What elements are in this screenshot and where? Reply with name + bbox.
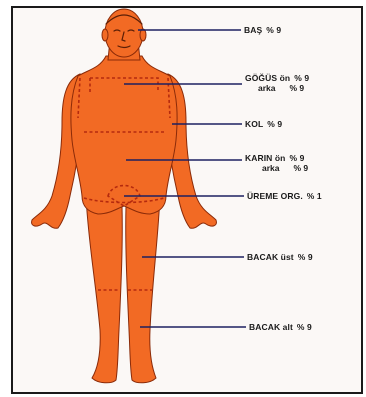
- chest-back-part: arka: [258, 83, 276, 93]
- abdomen-back-value: % 9: [294, 163, 309, 173]
- chest-label-value: % 9: [294, 73, 309, 83]
- genital-label-value: % 1: [307, 191, 322, 201]
- upper-leg-label-part: BACAK üst: [247, 252, 294, 262]
- arm-label: KOL % 9: [245, 119, 286, 129]
- left-ear-shape: [102, 29, 108, 41]
- abdomen-label: KARIN ön % 9: [245, 153, 308, 163]
- abdomen-label-part: KARIN ön: [245, 153, 285, 163]
- abdomen-back-part: arka: [262, 163, 280, 173]
- lower-leg-label: BACAK alt % 9: [249, 322, 316, 332]
- arm-label-part: KOL: [245, 119, 263, 129]
- abdomen-label-value: % 9: [289, 153, 304, 163]
- lower-leg-label-value: % 9: [297, 322, 312, 332]
- head-label-part: BAŞ: [244, 25, 262, 35]
- chest-back-label: arka % 9: [258, 83, 318, 93]
- right-ear-shape: [140, 29, 146, 41]
- chest-back-value: % 9: [290, 83, 305, 93]
- chest-label-part: GÖĞÜS ön: [245, 73, 290, 83]
- chest-label: GÖĞÜS ön % 9: [245, 73, 313, 83]
- head-label-value: % 9: [266, 25, 281, 35]
- upper-leg-label: BACAK üst % 9: [247, 252, 317, 262]
- arm-label-value: % 9: [267, 119, 282, 129]
- abdomen-back-label: arka % 9: [262, 163, 322, 173]
- head-label: BAŞ % 9: [244, 25, 285, 35]
- upper-leg-label-value: % 9: [298, 252, 313, 262]
- lower-leg-label-part: BACAK alt: [249, 322, 293, 332]
- genital-label: ÜREME ORG. % 1: [247, 191, 326, 201]
- genital-label-part: ÜREME ORG.: [247, 191, 303, 201]
- torso-shape: [71, 56, 177, 214]
